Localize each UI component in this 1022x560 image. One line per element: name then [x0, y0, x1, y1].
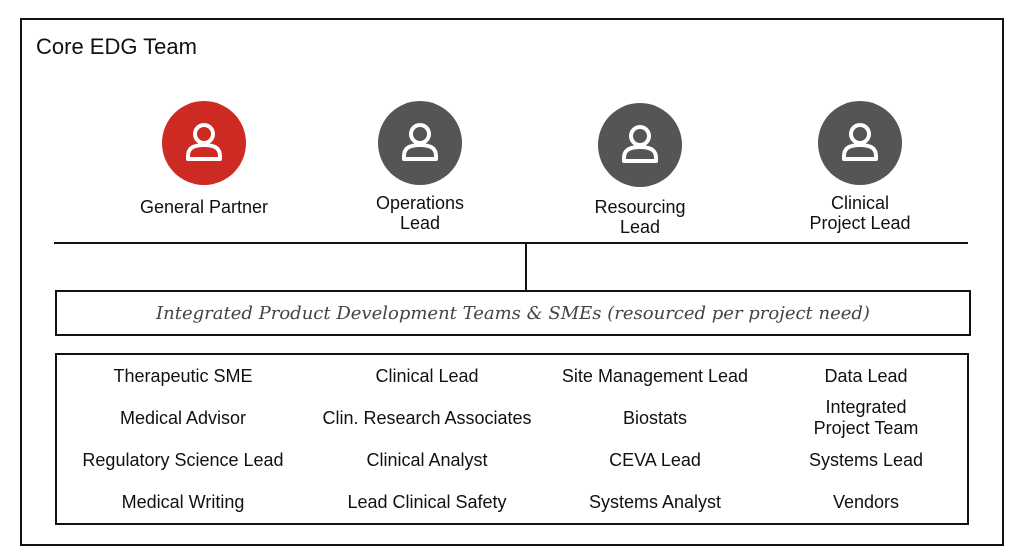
grid-cell: Vendors: [832, 491, 900, 512]
grid-cell: Systems Lead: [808, 449, 924, 470]
sme-banner: Integrated Product Development Teams & S…: [55, 290, 971, 336]
grid-cell: Clinical Analyst: [366, 449, 488, 470]
member-role: Operations Lead: [375, 193, 465, 233]
member-clinical-project-lead: Clinical Project Lead: [750, 101, 970, 233]
member-role: General Partner: [139, 197, 269, 217]
person-icon: [378, 101, 462, 185]
grid-cell: Regulatory Science Lead: [82, 449, 284, 470]
member-general-partner: General Partner: [94, 101, 314, 217]
grid-cell: Medical Advisor: [119, 407, 247, 428]
grid-cell: CEVA Lead: [609, 449, 701, 470]
person-icon: [598, 103, 682, 187]
grid-cell: Integrated Project Team: [813, 397, 919, 438]
connector-horizontal: [54, 242, 968, 244]
member-role: Resourcing Lead: [594, 197, 686, 237]
roles-grid: Therapeutic SME Clinical Lead Site Manag…: [55, 353, 969, 525]
grid-cell: Clinical Lead: [375, 365, 479, 386]
grid-cell: Site Management Lead: [561, 365, 749, 386]
person-icon: [818, 101, 902, 185]
grid-cell: Systems Analyst: [588, 491, 722, 512]
grid-cell: Data Lead: [824, 365, 908, 386]
grid-cell: Medical Writing: [121, 491, 245, 512]
grid-cell: Biostats: [622, 407, 688, 428]
connector-vertical: [525, 242, 527, 292]
grid-cell: Lead Clinical Safety: [347, 491, 507, 512]
member-operations-lead: Operations Lead: [310, 101, 530, 233]
diagram-title: Core EDG Team: [36, 34, 197, 59]
member-role: Clinical Project Lead: [809, 193, 911, 233]
member-resourcing-lead: Resourcing Lead: [530, 103, 750, 237]
diagram-frame: [20, 18, 1004, 546]
grid-cell: Clin. Research Associates: [322, 407, 532, 428]
grid-cell: Therapeutic SME: [113, 365, 253, 386]
person-icon: [162, 101, 246, 185]
